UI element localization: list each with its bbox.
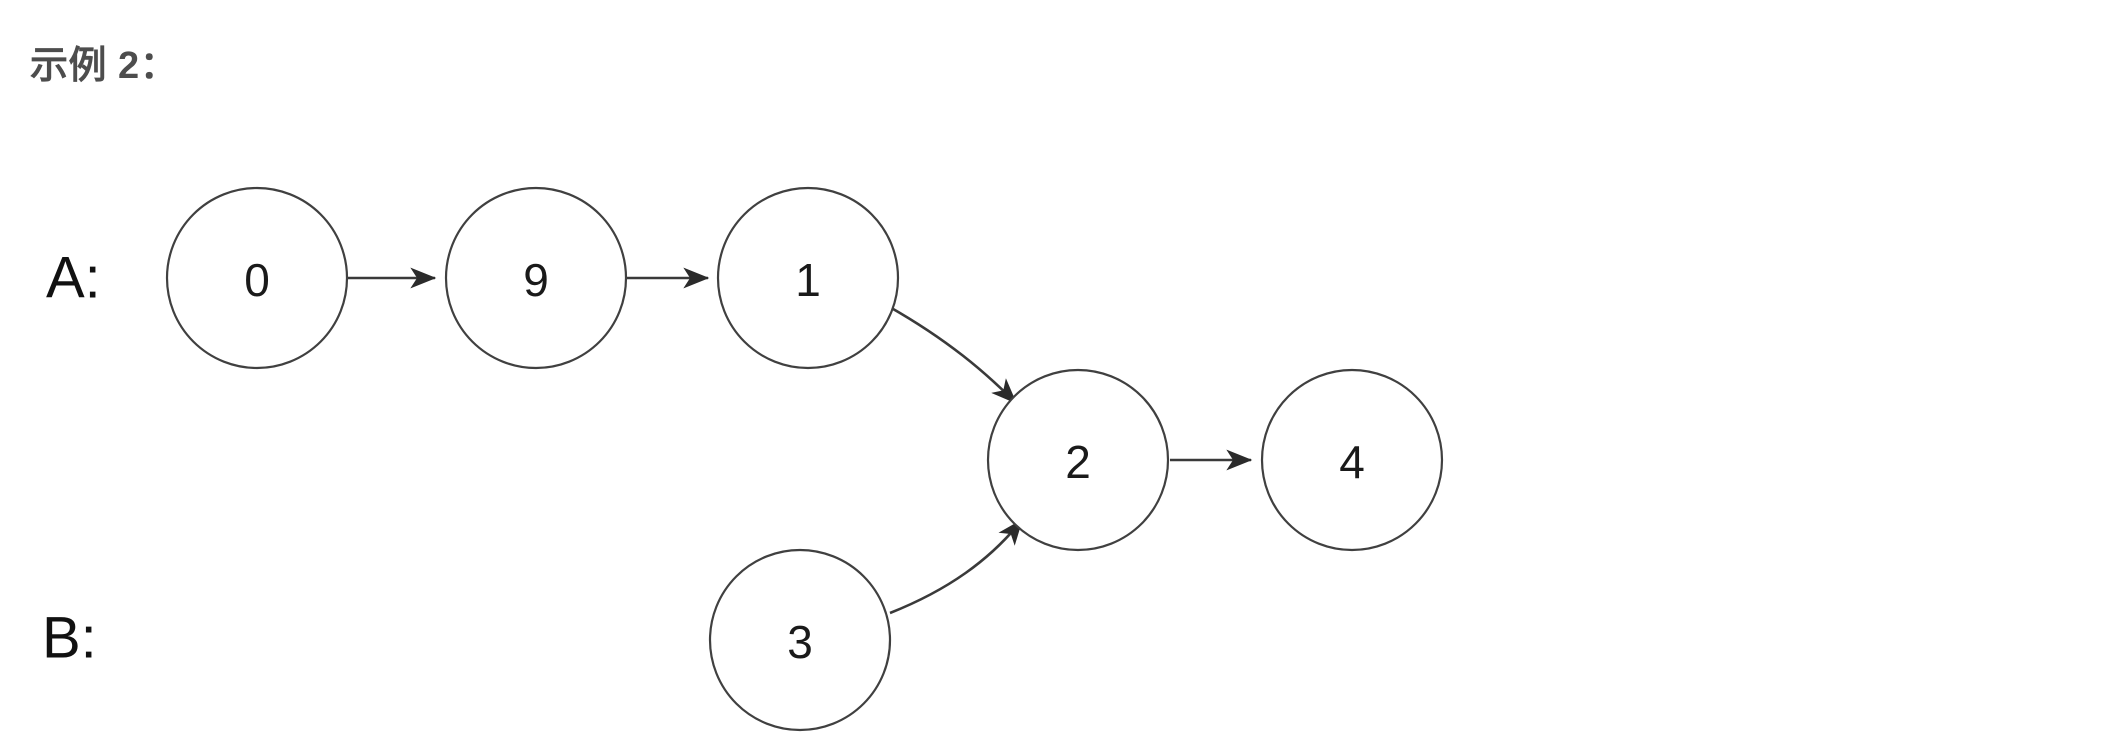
node-circle <box>708 548 892 732</box>
node-label: 1 <box>795 254 821 306</box>
node-1[interactable]: 1 <box>716 186 900 370</box>
node-label: 4 <box>1339 436 1365 488</box>
node-label: 9 <box>523 254 549 306</box>
node-4[interactable]: 4 <box>1260 368 1444 552</box>
node-2[interactable]: 2 <box>986 368 1170 552</box>
node-3[interactable]: 3 <box>708 548 892 732</box>
node-circle <box>986 368 1170 552</box>
node-circle <box>716 186 900 370</box>
node-9[interactable]: 9 <box>444 186 628 370</box>
edge-3-to-2 <box>889 518 1024 615</box>
row-label-b: B: <box>42 606 97 671</box>
node-label: 2 <box>1065 436 1091 488</box>
row-label-a: A: <box>46 246 101 311</box>
edge-1-to-2 <box>887 304 1017 404</box>
node-label: 3 <box>787 616 813 668</box>
node-circle <box>165 186 349 370</box>
node-0[interactable]: 0 <box>165 186 349 370</box>
page-title: 示例 2： <box>30 45 179 87</box>
node-circle <box>1260 368 1444 552</box>
node-label: 0 <box>244 254 270 306</box>
node-circle <box>444 186 628 370</box>
